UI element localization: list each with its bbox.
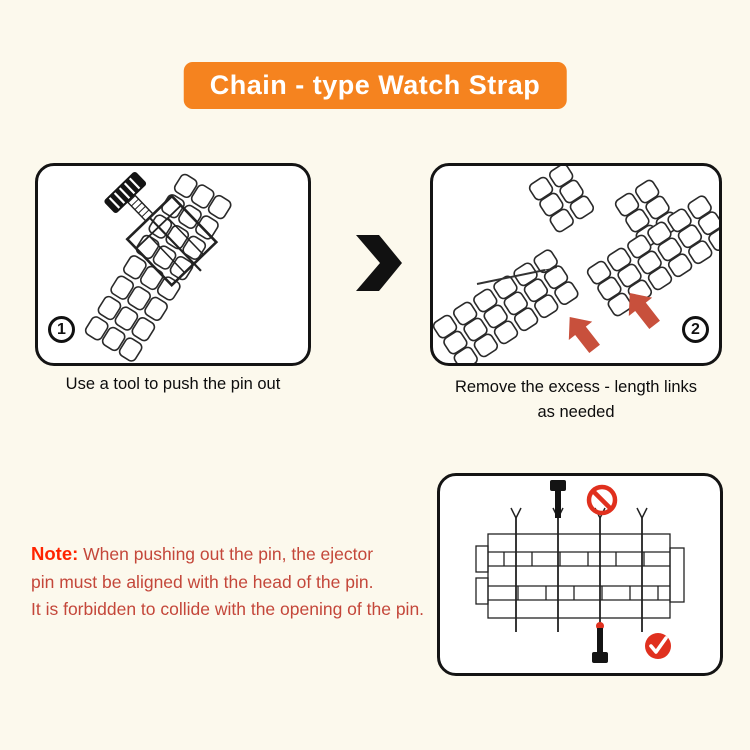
note-line-2: pin must be aligned with the head of the… xyxy=(31,571,374,592)
step1-number: 1 xyxy=(57,320,66,338)
watch-band-lower xyxy=(433,247,581,363)
note-label: Note: xyxy=(31,543,79,564)
remove-links-illustration xyxy=(433,166,719,363)
page-title: Chain - type Watch Strap xyxy=(209,70,541,100)
step1-caption: Use a tool to push the pin out xyxy=(65,375,281,393)
top-ejector-pin-icon xyxy=(550,480,566,518)
note-text: Note: When pushing out the pin, the ejec… xyxy=(31,540,445,623)
detached-link-piece xyxy=(526,166,596,235)
pin-alignment-illustration xyxy=(475,480,685,663)
step2-caption: Remove the excess - length links as need… xyxy=(454,378,698,421)
step2-panel: 2 xyxy=(430,163,722,366)
step1-number-badge: 1 xyxy=(48,316,75,343)
ejector-pin xyxy=(157,226,202,272)
pin-removal-tool xyxy=(104,171,219,288)
push-pin-tool-illustration xyxy=(82,171,234,363)
bottom-ejector-pin-icon xyxy=(592,622,608,663)
note-line-3: It is forbidden to collide with the open… xyxy=(31,598,425,619)
step2-number-badge: 2 xyxy=(682,316,709,343)
checkmark-icon xyxy=(645,633,671,659)
strap-pins xyxy=(510,507,648,632)
loose-pin xyxy=(476,267,558,285)
red-arrow-icon xyxy=(557,307,607,359)
step1-panel: 1 xyxy=(35,163,311,366)
note-line-1: When pushing out the pin, the ejector xyxy=(83,544,374,564)
prohibition-icon xyxy=(586,484,618,516)
step2-number: 2 xyxy=(691,320,700,338)
next-step-arrow-icon xyxy=(353,233,405,298)
band-cross-section xyxy=(475,533,685,619)
title-banner: Chain - type Watch Strap xyxy=(183,62,567,109)
pin-alignment-panel xyxy=(437,473,723,676)
